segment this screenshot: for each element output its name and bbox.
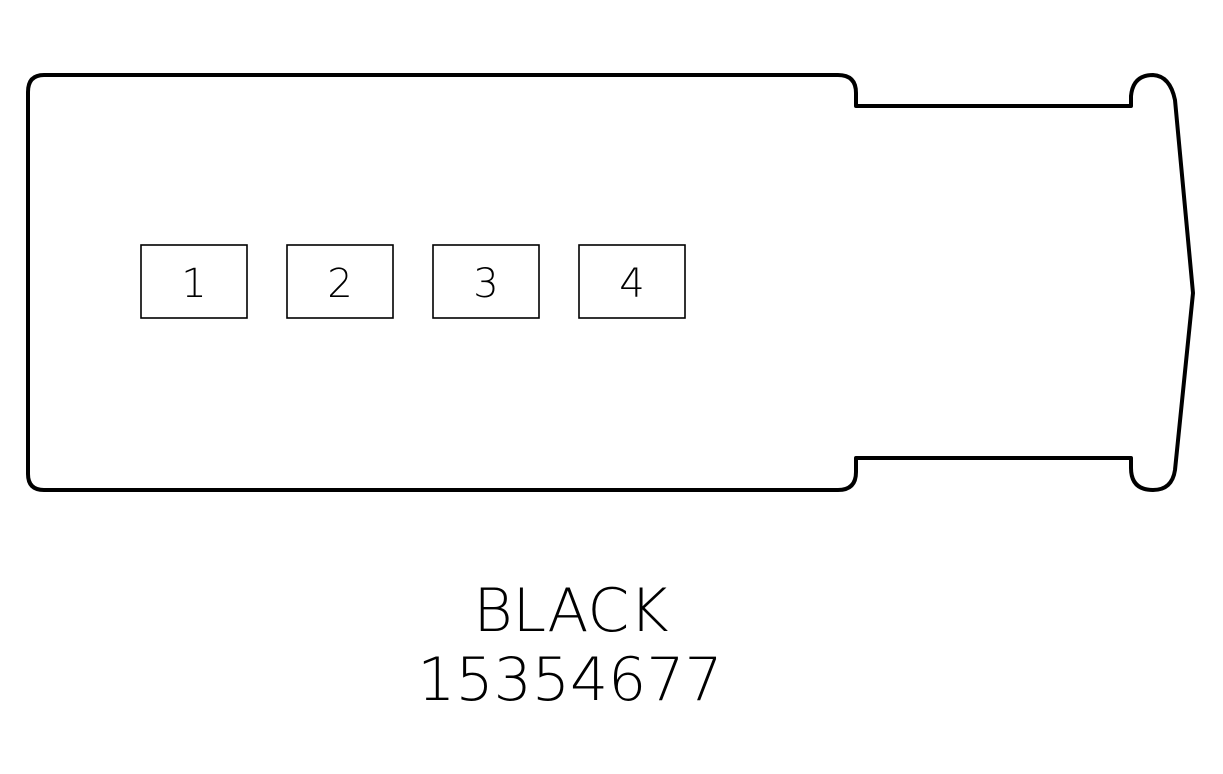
pin-label-2: 2: [327, 261, 352, 307]
connector-color-label: BLACK: [473, 576, 668, 646]
pin-cavity-3: 3: [432, 244, 540, 319]
pin-cavity-1: 1: [140, 244, 248, 319]
pin-label-1: 1: [181, 261, 206, 307]
connector-body-outline: [26, 73, 1195, 492]
connector-part-number: 15354677: [417, 645, 722, 715]
pin-label-3: 3: [473, 261, 498, 307]
pin-cavity-2: 2: [286, 244, 394, 319]
pin-label-4: 4: [619, 261, 644, 307]
pin-cavity-4: 4: [578, 244, 686, 319]
